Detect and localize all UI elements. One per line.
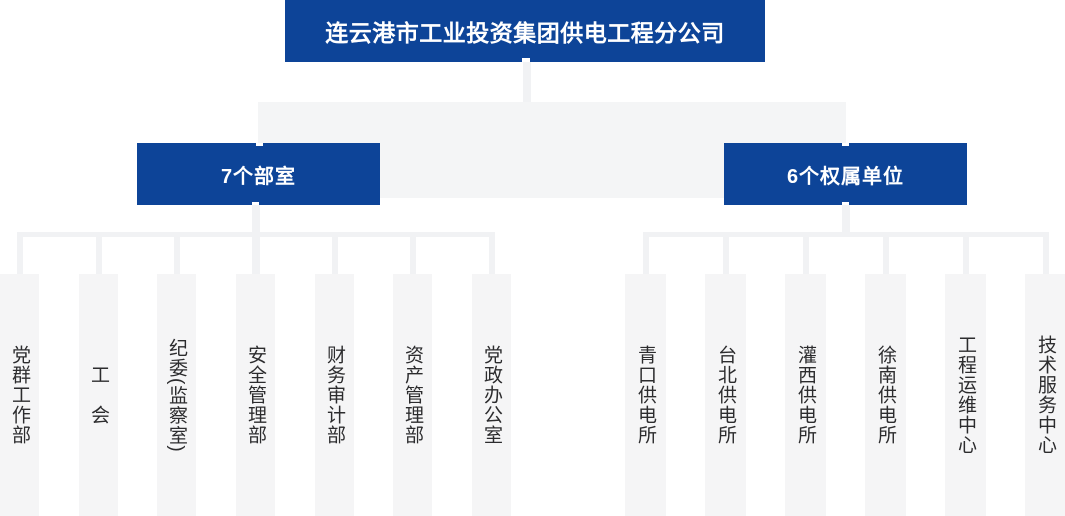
connector-stub [882,236,889,274]
department-label: 党政办公室 [481,345,502,445]
connector-stub [962,236,969,274]
org-root-label: 连云港市工业投资集团供电工程分公司 [325,20,725,46]
junction-tick [252,202,259,205]
connector-stub [409,236,416,274]
connector-left-rail [16,232,495,237]
connector-stub [95,236,102,274]
junction-tick [842,143,849,146]
connector-stub [252,236,259,274]
department-column: 财务审计部 [315,274,354,516]
department-column: 安全管理部 [236,274,275,516]
unit-column: 徐南供电所 [865,274,906,516]
connector-right-drop [841,205,850,237]
org-root-node: 连云港市工业投资集团供电工程分公司 [285,0,765,62]
unit-column: 灌西供电所 [785,274,826,516]
unit-label: 青口供电所 [635,345,656,445]
department-column: 党政办公室 [472,274,511,516]
junction-tick [842,202,849,205]
connector-stub [488,236,495,274]
unit-column: 青口供电所 [625,274,666,516]
connector-stub [722,236,729,274]
department-label: 财务审计部 [324,345,345,445]
connector-stub [802,236,809,274]
connector-stub [16,236,23,274]
connector-root-drop [523,62,531,102]
connector-stub [642,236,649,274]
connector-stub [173,236,180,274]
unit-column: 台北供电所 [705,274,746,516]
unit-column: 技术服务中心 [1025,274,1065,516]
org-group-departments-label: 7个部室 [220,165,297,188]
connector-stub [331,236,338,274]
department-label: 工 会 [88,365,109,425]
org-group-subsidiaries-label: 6个权属单位 [786,165,905,188]
department-label: 安全管理部 [245,345,266,445]
org-group-departments: 7个部室 [137,143,380,205]
junction-tick [255,143,263,146]
connector-right-rail [642,232,1049,237]
department-label: 党群工作部 [9,345,30,445]
unit-label: 技术服务中心 [1035,335,1056,455]
unit-label: 工程运维中心 [955,335,976,455]
org-group-subsidiaries: 6个权属单位 [724,143,967,205]
department-label: 纪委(监察室) [166,337,187,453]
department-column: 纪委(监察室) [157,274,196,516]
unit-label: 台北供电所 [715,345,736,445]
connector-stub [1042,236,1049,274]
junction-tick [522,58,530,62]
department-column: 资产管理部 [393,274,432,516]
department-label: 资产管理部 [402,345,423,445]
unit-label: 灌西供电所 [795,345,816,445]
unit-column: 工程运维中心 [945,274,986,516]
department-column: 工 会 [79,274,118,516]
unit-label: 徐南供电所 [875,345,896,445]
department-column: 党群工作部 [0,274,39,516]
